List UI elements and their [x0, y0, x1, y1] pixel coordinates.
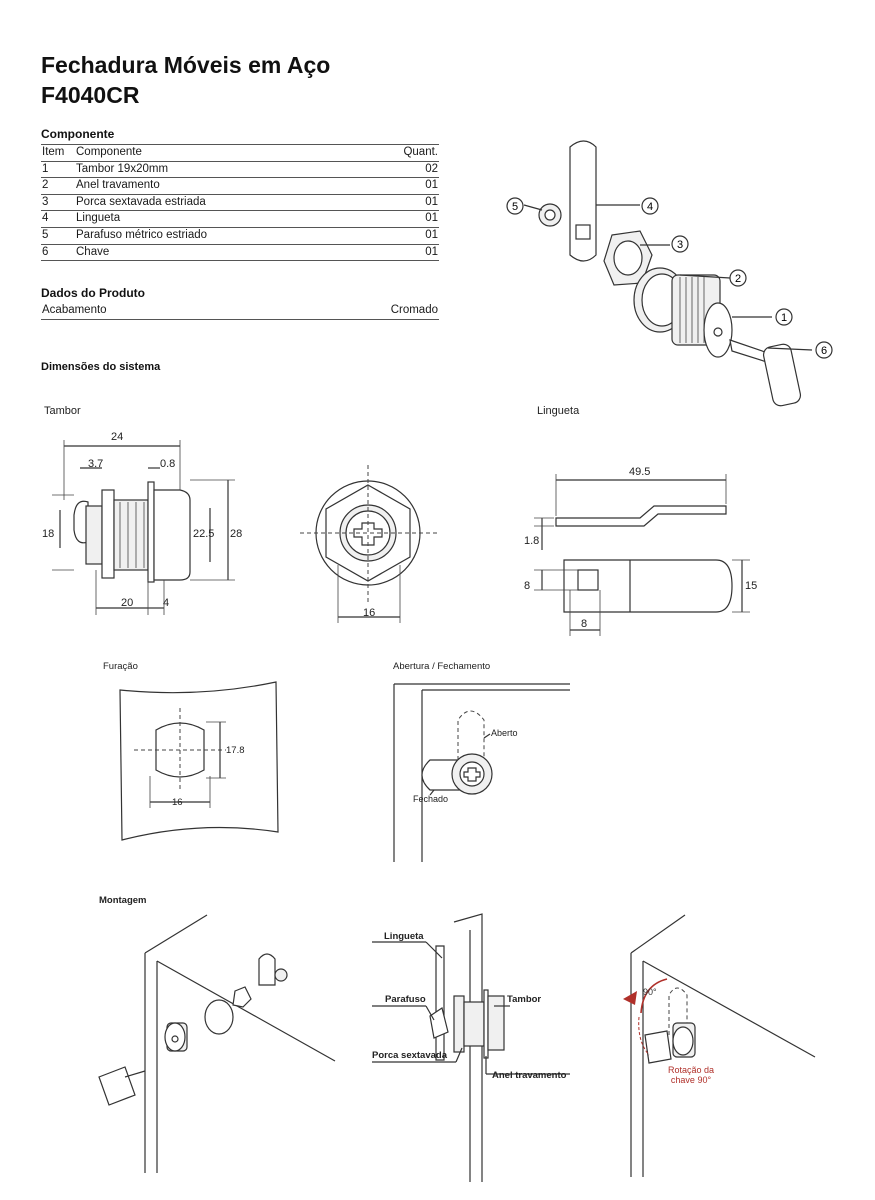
- table-row: 3 Porca sextavada estriada 01: [41, 193, 439, 211]
- dim-20: 20: [121, 597, 134, 609]
- montagem-porca-label: Porca sextavada: [372, 1050, 447, 1061]
- row-qty: 01: [425, 195, 438, 208]
- dim-24: 24: [111, 431, 124, 443]
- row-component: Lingueta: [76, 212, 121, 225]
- montagem-scene-1: [98, 914, 336, 1173]
- rotation-angle-label: 90°: [643, 987, 657, 997]
- row-item: 3: [42, 195, 49, 208]
- dim-furacao-16: 16: [172, 797, 183, 808]
- rotation-caption-line-1: Rotação da: [667, 1065, 715, 1075]
- title-line-2: F4040CR: [41, 82, 140, 108]
- row-item: 5: [42, 228, 49, 241]
- callout-4-label: 4: [647, 201, 653, 213]
- dimensions-heading: Dimensões do sistema: [41, 361, 161, 373]
- dim-28: 28: [230, 528, 243, 540]
- dim-8-w: 8: [581, 618, 588, 630]
- dim-22-5: 22.5: [193, 528, 215, 540]
- row-component: Porca sextavada estriada: [76, 195, 206, 208]
- rotation-caption: Rotação da chave 90°: [656, 1065, 726, 1085]
- lingueta-part: [569, 140, 597, 262]
- montagem-parafuso-label: Parafuso: [385, 994, 426, 1005]
- row-component: Parafuso métrico estriado: [76, 228, 208, 241]
- tambor-side-view: [52, 440, 235, 615]
- callout-3-label: 3: [677, 239, 683, 251]
- table-row: 1 Tambor 19x20mm 02: [41, 160, 439, 178]
- rotation-caption-line-2: chave 90°: [670, 1075, 712, 1085]
- callout-6: [815, 341, 833, 359]
- row-item: 4: [42, 212, 49, 225]
- dim-4: 4: [163, 597, 170, 609]
- row-item: 6: [42, 245, 49, 258]
- bolt-center: [544, 209, 556, 221]
- column-header-item: Item: [42, 146, 65, 158]
- lingueta-label: Lingueta: [537, 405, 580, 417]
- callout-6-label: 6: [821, 345, 827, 357]
- table-row: 4 Lingueta 01: [41, 210, 439, 227]
- title-line-1: Fechadura Móveis em Aço: [41, 52, 331, 78]
- table-row: Acabamento Cromado: [41, 303, 439, 320]
- montagem-lingueta-label: Lingueta: [384, 931, 424, 942]
- montagem-tambor-label: Tambor: [507, 994, 542, 1005]
- components-table: Item Componente Quant. 1 Tambor 19x20mm …: [41, 144, 439, 262]
- row-component: Chave: [76, 245, 110, 258]
- row-item: 1: [42, 162, 49, 175]
- product-data-heading: Dados do Produto: [41, 286, 145, 300]
- abertura-label: Abertura / Fechamento: [393, 661, 491, 672]
- cylinder-face: [703, 302, 733, 358]
- dim-3-7: 3.7: [88, 458, 104, 470]
- row-item: 2: [42, 179, 49, 192]
- key-head: [762, 343, 802, 407]
- row-qty: 02: [425, 162, 438, 175]
- exploded-view-diagram: 5 4 3 2 1 6: [506, 140, 833, 407]
- row-qty: 01: [425, 228, 438, 241]
- montagem-anel-label: Anel travamento: [492, 1070, 567, 1081]
- dim-15: 15: [745, 580, 758, 592]
- row-qty: 01: [425, 212, 438, 225]
- row-qty: 01: [425, 245, 438, 258]
- table-row: 6 Chave 01: [41, 243, 439, 262]
- row-component: Anel travamento: [76, 179, 160, 192]
- dim-1-8: 1.8: [524, 535, 540, 547]
- callout-1-label: 1: [781, 312, 787, 324]
- lingueta-views: [534, 474, 750, 636]
- furacao-diagram: [119, 681, 279, 841]
- furacao-label: Furação: [103, 661, 138, 672]
- product-data-table: Acabamento Cromado: [41, 303, 439, 320]
- dim-49-5: 49.5: [629, 466, 651, 478]
- aberto-label: Aberto: [491, 728, 518, 738]
- table-header-row: Item Componente Quant.: [41, 144, 439, 161]
- column-header-qty: Quant.: [403, 146, 438, 158]
- abertura-diagram: [393, 683, 570, 862]
- lingueta-square-hole: [575, 224, 591, 240]
- row-component: Tambor 19x20mm: [76, 162, 169, 175]
- callout-3: [671, 235, 689, 253]
- row-qty: 01: [425, 179, 438, 192]
- hex-nut-hole: [613, 240, 643, 276]
- finish-label: Acabamento: [42, 304, 107, 316]
- dim-18: 18: [42, 528, 55, 540]
- montagem-scene-3: [623, 914, 816, 1177]
- tambor-front-view: [300, 465, 440, 623]
- tambor-label: Tambor: [44, 405, 81, 417]
- dim-0-8: 0.8: [160, 458, 176, 470]
- page-title: Fechadura Móveis em Aço F4040CR: [41, 50, 330, 110]
- components-heading: Componente: [41, 127, 115, 141]
- callout-1: [775, 308, 793, 326]
- fechado-label: Fechado: [413, 794, 449, 804]
- table-row: 2 Anel travamento 01: [41, 177, 439, 194]
- callout-4: [641, 197, 659, 215]
- column-header-component: Componente: [76, 146, 142, 158]
- finish-value: Cromado: [390, 304, 438, 316]
- callout-5-label: 5: [512, 201, 518, 213]
- montagem-label: Montagem: [99, 895, 147, 906]
- dim-front-16: 16: [363, 607, 376, 619]
- dim-8-h: 8: [524, 580, 531, 592]
- callout-2: [729, 269, 747, 287]
- dim-17-8: 17.8: [226, 745, 245, 756]
- callout-5: [506, 197, 524, 215]
- table-row: 5 Parafuso métrico estriado 01: [41, 226, 439, 244]
- montagem-scene-2: [372, 913, 570, 1182]
- callout-2-label: 2: [735, 273, 741, 285]
